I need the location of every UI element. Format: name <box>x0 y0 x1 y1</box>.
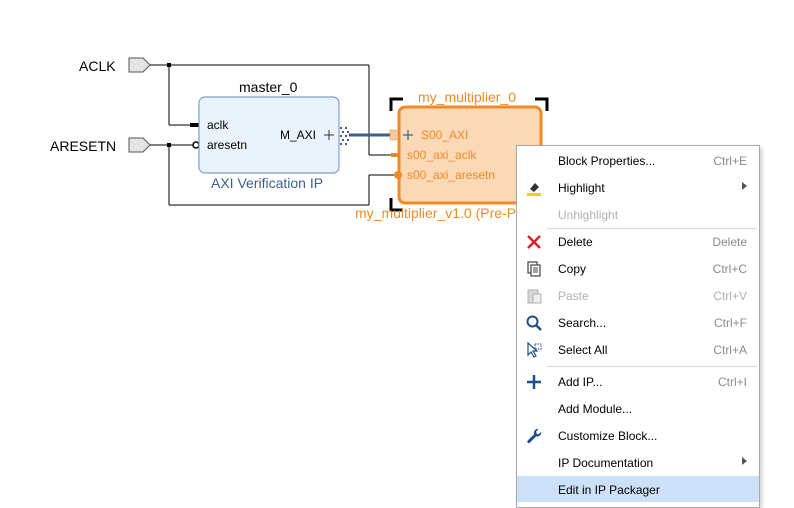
menu-item-label: Unhighlight <box>558 208 619 222</box>
master-aresetn-pin-bubble <box>192 141 200 149</box>
copy-icon <box>527 261 541 277</box>
s00-axi-interface-icon <box>389 129 399 141</box>
menu-item-shortcut: Ctrl+E <box>713 154 747 168</box>
multiplier-s00-axi-pin-label: S00_AXI <box>421 128 469 142</box>
menu-separator <box>547 366 757 367</box>
menu-item-label: IP Documentation <box>558 456 654 470</box>
menu-item-label: Copy <box>558 262 587 276</box>
aresetn-port-icon[interactable] <box>128 137 151 153</box>
menu-item-shortcut: Delete <box>712 235 747 249</box>
menu-item-label: Paste <box>558 289 589 303</box>
multiplier-aclk-pin-label: s00_axi_aclk <box>407 148 477 162</box>
master-aclk-pin-stub <box>190 123 199 127</box>
menu-item-search[interactable]: Search... Ctrl+F <box>517 309 759 335</box>
menu-item-ip-documentation[interactable]: IP Documentation <box>517 449 759 475</box>
menu-item-edit-in-ip-packager[interactable]: Edit in IP Packager <box>517 476 759 502</box>
menu-item-label: Delete <box>558 235 593 249</box>
master-block-title: master_0 <box>239 79 298 95</box>
submenu-arrow-icon <box>742 182 747 190</box>
menu-item-copy[interactable]: Copy Ctrl+C <box>517 255 759 281</box>
delete-icon <box>527 235 541 249</box>
aresetn-port-label[interactable]: ARESETN <box>50 138 117 154</box>
menu-item-shortcut: Ctrl+C <box>712 262 747 276</box>
menu-item-label: Highlight <box>558 181 605 195</box>
paste-icon <box>527 289 542 304</box>
multiplier-aclk-pin <box>391 153 400 157</box>
menu-item-unhighlight[interactable]: Unhighlight <box>517 201 759 227</box>
menu-item-add-module[interactable]: Add Module... <box>517 395 759 421</box>
menu-item-shortcut: Ctrl+A <box>713 343 747 357</box>
menu-item-shortcut: Ctrl+I <box>717 375 747 389</box>
menu-item-add-ip[interactable]: Add IP... Ctrl+I <box>517 368 759 394</box>
m-axi-plus-icon[interactable] <box>324 130 334 140</box>
highlight-icon <box>527 183 541 196</box>
multiplier-block-subtitle: my_multiplier_v1.0 (Pre-P <box>355 205 517 221</box>
menu-separator <box>547 228 757 229</box>
multiplier-block-title: my_multiplier_0 <box>418 89 517 105</box>
context-menu[interactable]: Block Properties... Ctrl+E Highlight Unh… <box>516 145 760 508</box>
multiplier-aresetn-pin-label: s00_axi_aresetn <box>407 168 496 182</box>
master-block-subtitle: AXI Verification IP <box>211 175 324 191</box>
add-icon <box>527 375 541 389</box>
menu-item-shortcut: Ctrl+V <box>713 289 747 303</box>
menu-item-label: Edit in IP Packager <box>558 483 660 497</box>
master-block[interactable] <box>198 96 340 174</box>
menu-item-highlight[interactable]: Highlight <box>517 174 759 200</box>
menu-item-paste[interactable]: Paste Ctrl+V <box>517 282 759 308</box>
menu-item-label: Select All <box>558 343 608 357</box>
master-aclk-pin-label: aclk <box>207 118 229 132</box>
s00-axi-plus-icon[interactable] <box>403 130 413 140</box>
aclk-junction <box>167 63 171 67</box>
menu-item-label: Search... <box>558 316 607 330</box>
search-icon <box>526 315 542 331</box>
select-all-icon <box>527 341 542 358</box>
menu-item-label: Add IP... <box>558 375 603 389</box>
menu-item-select-all[interactable]: Select All Ctrl+A <box>517 336 759 362</box>
menu-item-label: Block Properties... <box>558 154 656 168</box>
multiplier-aresetn-pin <box>394 171 402 179</box>
wrench-icon <box>527 428 542 444</box>
menu-item-block-properties[interactable]: Block Properties... Ctrl+E <box>517 147 759 173</box>
submenu-arrow-icon <box>742 457 747 465</box>
master-aresetn-pin-label: aresetn <box>207 138 248 152</box>
m-axi-interface-icon <box>340 127 349 145</box>
aresetn-net[interactable] <box>150 144 396 206</box>
master-maxi-pin-label: M_AXI <box>280 128 317 142</box>
menu-item-customize-block[interactable]: Customize Block... <box>517 422 759 448</box>
aclk-port-icon[interactable] <box>128 57 151 73</box>
menu-item-delete[interactable]: Delete Delete <box>517 228 759 254</box>
menu-item-label: Add Module... <box>558 402 633 416</box>
menu-item-label: Customize Block... <box>558 429 658 443</box>
aclk-port-label[interactable]: ACLK <box>79 58 116 74</box>
aresetn-junction <box>167 143 171 147</box>
menu-item-shortcut: Ctrl+F <box>714 316 747 330</box>
